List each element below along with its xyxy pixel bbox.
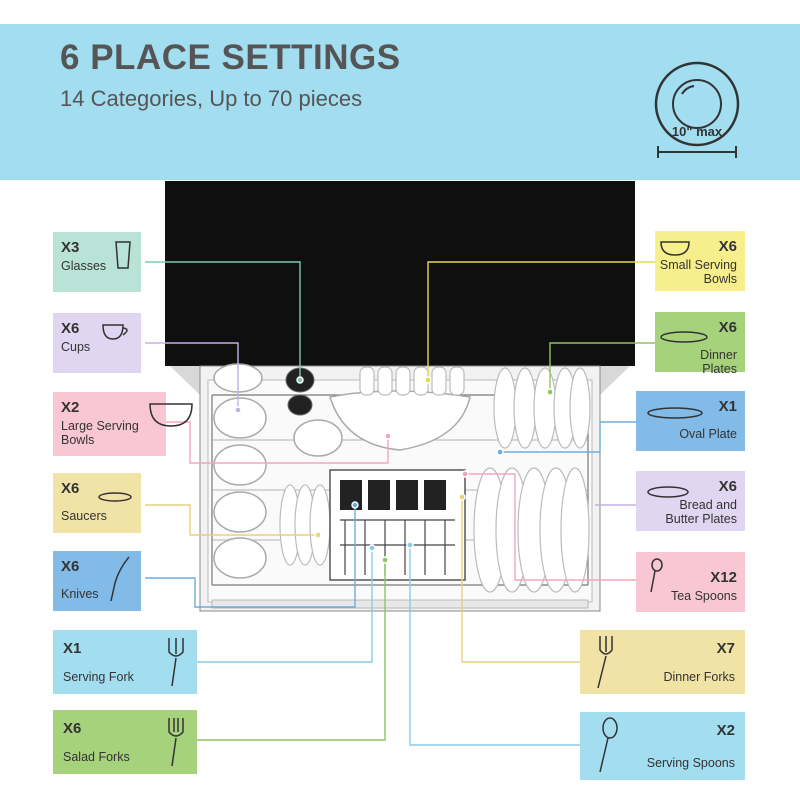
cups-count: X6 [61, 320, 80, 337]
salad-forks-count: X6 [63, 720, 82, 737]
glass-icon [115, 241, 131, 269]
oval-plate-name: Oval Plate [679, 427, 737, 441]
cup-icon [102, 324, 128, 340]
label-serving-fork: X1 Serving Fork [53, 630, 197, 694]
label-glasses: X3 Glasses [53, 232, 141, 292]
small-bowl-icon [660, 241, 690, 256]
bread-plate-icon [647, 486, 689, 498]
salad-fork-icon [168, 718, 184, 767]
saucer-icon [98, 492, 132, 502]
small-bowls-name: Small Serving Bowls [659, 258, 737, 286]
label-cups: X6 Cups [53, 313, 141, 373]
knives-name: Knives [61, 587, 99, 601]
label-tea-spoons: X12 Tea Spoons [636, 552, 745, 612]
knives-count: X6 [61, 558, 80, 575]
header-banner [0, 24, 800, 180]
oval-plate-count: X1 [718, 398, 737, 415]
bowl-icon [149, 403, 193, 427]
large-bowls-count: X2 [61, 399, 80, 416]
cups-name: Cups [61, 340, 91, 354]
glasses-name: Glasses [61, 259, 107, 273]
serving-spoon-icon [599, 717, 618, 773]
fork-icon [168, 638, 184, 687]
saucers-count: X6 [61, 480, 80, 497]
serving-fork-name: Serving Fork [63, 670, 134, 684]
dinner-plates-count: X6 [718, 319, 737, 336]
page-subtitle: 14 Categories, Up to 70 pieces [60, 86, 363, 111]
label-small-bowls: X6 Small Serving Bowls [655, 231, 745, 291]
plate-size-icon [654, 61, 740, 158]
label-saucers: X6 Saucers [53, 473, 141, 533]
bread-plates-name: Bread and Butter Plates [665, 498, 737, 526]
dinner-forks-name: Dinner Forks [663, 670, 735, 684]
dinner-plate-icon [660, 331, 708, 343]
serving-spoons-count: X2 [716, 722, 735, 739]
salad-forks-name: Salad Forks [63, 750, 130, 764]
label-bread-plates: X6 Bread and Butter Plates [636, 471, 745, 531]
page-title: 6 PLACE SETTINGS [60, 38, 401, 77]
bread-plates-count: X6 [718, 478, 737, 495]
serving-fork-count: X1 [63, 640, 82, 657]
tea-spoon-icon [650, 558, 663, 593]
label-dinner-forks: X7 Dinner Forks [580, 630, 745, 694]
label-salad-forks: X6 Salad Forks [53, 710, 197, 774]
knife-icon [110, 556, 130, 602]
label-dinner-plates: X6 Dinner Plates [655, 312, 745, 376]
dinner-fork-icon [597, 636, 613, 689]
label-large-bowls: X2 Large Serving Bowls [53, 392, 193, 456]
large-bowls-name: Large Serving Bowls [61, 419, 139, 447]
label-oval-plate: X1 Oval Plate [636, 391, 745, 451]
dinner-plates-name: Dinner Plates [700, 348, 737, 376]
small-bowls-count: X6 [718, 238, 737, 255]
glasses-count: X3 [61, 239, 80, 256]
label-serving-spoons: X2 Serving Spoons [580, 712, 745, 780]
tea-spoons-count: X12 [710, 569, 737, 586]
saucers-name: Saucers [61, 509, 107, 523]
dinner-forks-count: X7 [716, 640, 735, 657]
oval-plate-icon [647, 407, 703, 419]
plate-size-caption: 10" max [671, 124, 723, 139]
label-knives: X6 Knives [53, 551, 141, 611]
tea-spoons-name: Tea Spoons [670, 589, 737, 603]
serving-spoons-name: Serving Spoons [646, 756, 735, 770]
